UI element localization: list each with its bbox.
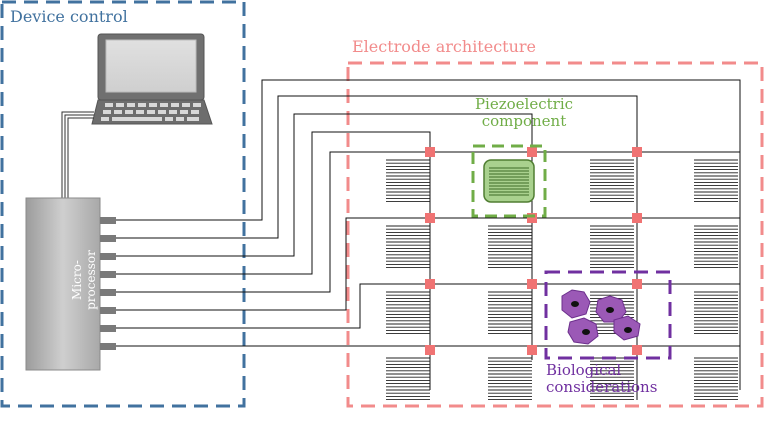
electrode-pad — [488, 225, 532, 269]
electrode-pad — [694, 291, 738, 335]
electrode-pad — [386, 357, 430, 401]
computer-cable — [61, 111, 94, 200]
biological-label-line1: Biological — [546, 361, 622, 379]
connection-node — [425, 279, 435, 289]
piezoelectric-label: Piezoelectric component — [474, 96, 574, 129]
electrode-pad — [590, 159, 634, 203]
connection-node — [632, 345, 642, 355]
connection-node — [527, 147, 537, 157]
piezoelectric-component — [471, 144, 547, 218]
cell-cluster — [561, 289, 641, 345]
biological-considerations — [544, 270, 672, 360]
electrode-pad — [590, 225, 634, 269]
biological-label: Biological considerations — [546, 362, 696, 395]
connection-node — [527, 345, 537, 355]
microprocessor — [25, 197, 101, 371]
electrode-pad — [488, 357, 532, 401]
connection-node — [527, 213, 537, 223]
computer-icon — [91, 33, 213, 125]
electrode-pad — [386, 159, 430, 203]
device-control-box — [0, 0, 246, 408]
connection-node — [425, 147, 435, 157]
biological-label-line2: considerations — [546, 377, 658, 396]
connection-node — [632, 279, 642, 289]
electrode-pad — [694, 159, 738, 203]
piezoelectric-label-line1: Piezoelectric — [474, 95, 574, 113]
connection-node — [632, 213, 642, 223]
electrode-pad — [488, 291, 532, 335]
connection-node — [425, 345, 435, 355]
electrode-pad — [590, 357, 634, 401]
electrode-pad — [386, 225, 430, 269]
connection-node — [527, 279, 537, 289]
connection-node — [425, 213, 435, 223]
electrode-architecture-label: Electrode architecture — [352, 37, 537, 56]
electrode-pad — [694, 225, 738, 269]
microprocessor-label: Micro-processor — [70, 250, 98, 310]
electrode-pad — [694, 357, 738, 401]
device-control-label: Device control — [10, 7, 128, 26]
connection-node — [632, 147, 642, 157]
electrode-pad — [386, 291, 430, 335]
microprocessor-pins — [100, 217, 116, 350]
piezoelectric-label-line2: component — [481, 111, 567, 130]
electrode-architecture-box — [346, 61, 764, 408]
